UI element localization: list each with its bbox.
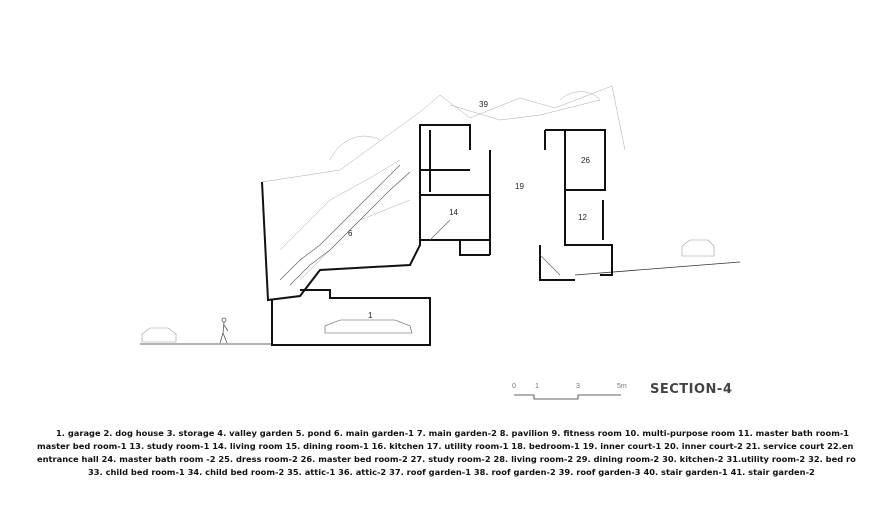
room-label-6: 6 xyxy=(348,229,353,238)
scale-tick-0: 0 xyxy=(512,383,516,390)
car-outline-right xyxy=(681,239,715,257)
room-label-19: 19 xyxy=(515,182,524,191)
scale-tick-5m: 5m xyxy=(617,383,627,390)
stair-lines xyxy=(279,164,561,286)
person-figure xyxy=(219,317,229,344)
room-label-1: 1 xyxy=(368,311,373,320)
legend-line-1: 1. garage 2. dog house 3. storage 4. val… xyxy=(56,428,850,438)
roof-lines xyxy=(261,85,626,281)
legend-line-3: entrance hall 24. master bath room -2 25… xyxy=(37,454,856,464)
ground-line xyxy=(140,261,741,345)
scale-bar: 0 1 3 5m xyxy=(512,383,627,400)
legend-line-2: master bed room-1 13. study room-1 14. l… xyxy=(37,441,854,451)
room-label-26: 26 xyxy=(581,156,590,165)
building-walls xyxy=(261,124,613,346)
scale-tick-3: 3 xyxy=(576,383,580,390)
garage-car xyxy=(324,319,413,334)
legend-line-4: 33. child bed room-1 34. child bed room-… xyxy=(88,467,815,477)
room-label-12: 12 xyxy=(578,213,587,222)
section-title: SECTION-4 xyxy=(650,382,733,397)
room-label-14: 14 xyxy=(449,208,458,217)
car-outline-left xyxy=(141,327,177,343)
room-number-labels: 39 26 19 14 12 6 1 xyxy=(348,100,590,320)
scale-tick-1: 1 xyxy=(535,383,539,390)
room-label-39: 39 xyxy=(479,100,488,109)
